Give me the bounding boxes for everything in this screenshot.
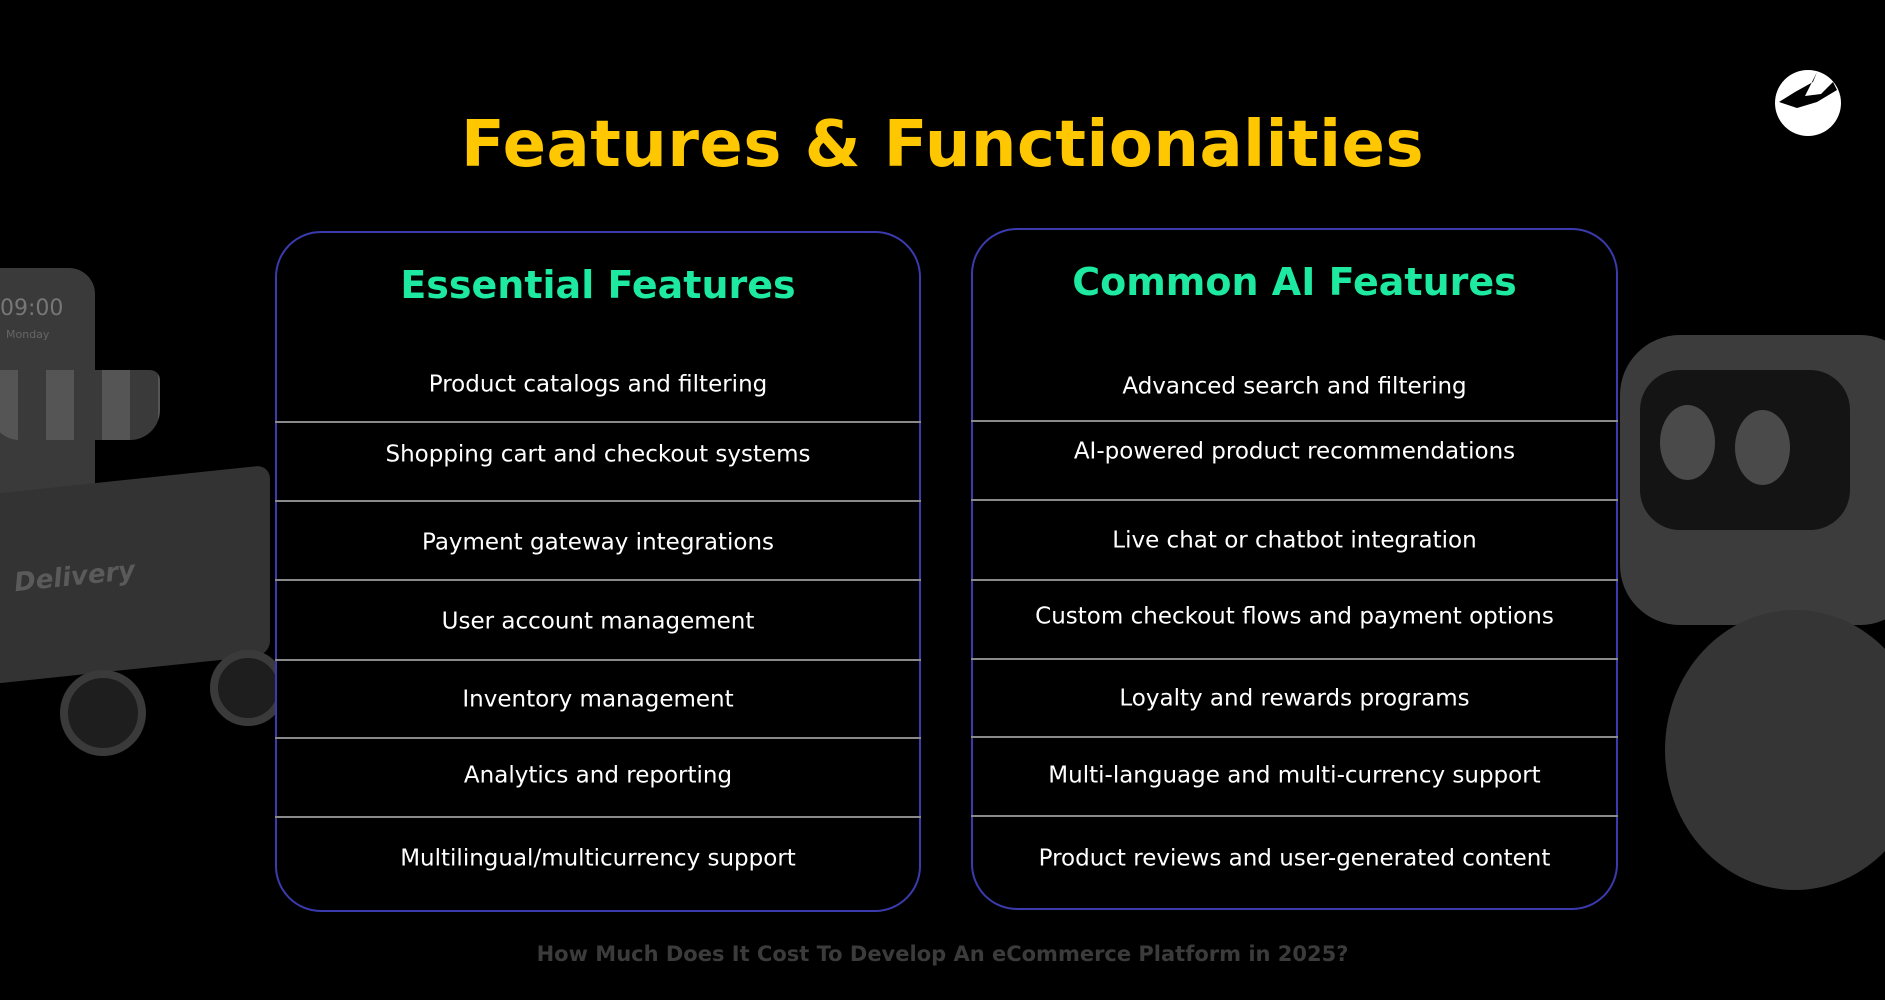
essential-features-card: Essential Features Product catalogs and …: [275, 231, 921, 912]
divider: [971, 736, 1618, 738]
list-item: User account management: [441, 608, 755, 635]
divider: [971, 499, 1618, 501]
divider: [275, 579, 921, 581]
list-item: Multilingual/multicurrency support: [400, 845, 796, 872]
robot-eye: [1660, 405, 1715, 480]
page-title: Features & Functionalities: [460, 108, 1425, 182]
divider: [971, 420, 1618, 422]
list-item: Custom checkout flows and payment option…: [1035, 603, 1554, 630]
divider: [275, 659, 921, 661]
ai-features-card: Common AI Features Advanced search and f…: [971, 228, 1618, 910]
clock-day: Monday: [6, 328, 50, 341]
list-item: Product catalogs and filtering: [428, 371, 768, 398]
card-heading: Essential Features: [400, 263, 796, 307]
list-item: Product reviews and user-generated conte…: [1038, 845, 1551, 872]
list-item: Inventory management: [462, 686, 734, 713]
footer-caption: How Much Does It Cost To Develop An eCom…: [536, 942, 1349, 966]
divider: [275, 737, 921, 739]
card-heading: Common AI Features: [1072, 260, 1517, 304]
awning-illustration: [0, 370, 160, 440]
robot-body-illustration: [1665, 610, 1885, 890]
list-item: Analytics and reporting: [463, 762, 733, 789]
divider: [971, 579, 1618, 581]
list-item: Multi-language and multi-currency suppor…: [1048, 762, 1541, 789]
list-item: AI-powered product recommendations: [1073, 438, 1516, 465]
list-item: Live chat or chatbot integration: [1112, 527, 1477, 554]
list-item: Advanced search and filtering: [1122, 373, 1467, 400]
clock-time: 09:00: [0, 296, 64, 321]
divider: [275, 421, 921, 423]
brand-logo-icon: [1775, 70, 1841, 136]
divider: [971, 658, 1618, 660]
robot-eye: [1735, 410, 1790, 485]
divider: [275, 816, 921, 818]
list-item: Payment gateway integrations: [421, 529, 775, 556]
list-item: Loyalty and rewards programs: [1119, 685, 1470, 712]
truck-wheel: [60, 670, 146, 756]
divider: [275, 500, 921, 502]
divider: [971, 815, 1618, 817]
list-item: Shopping cart and checkout systems: [385, 441, 811, 468]
